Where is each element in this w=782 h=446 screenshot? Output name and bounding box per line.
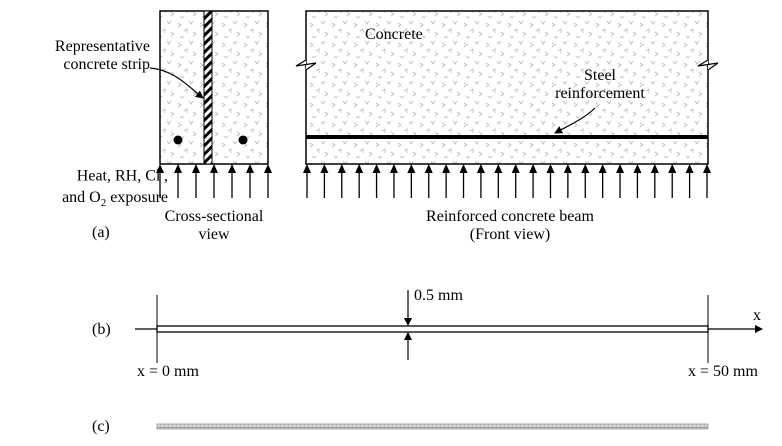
exposure-label: Heat, RH, Cl-, and O2 exposure	[0, 162, 168, 213]
exposure-arrow-beam-head	[407, 164, 416, 173]
exposure-arrow-beam-head	[476, 164, 485, 173]
exposure-arrow-beam-head	[650, 164, 659, 173]
exposure-arrow-beam-head	[529, 164, 538, 173]
exposure-arrow-beam-head	[424, 164, 433, 173]
exposure-arrow-beam-head	[511, 164, 520, 173]
exposure-arrow-beam-head	[598, 164, 607, 173]
break-symbol-right	[697, 59, 719, 71]
exposure-arrow-beam-head	[372, 164, 381, 173]
x-end-label: x = 50 mm	[688, 363, 758, 380]
thickness-label: 0.5 mm	[414, 287, 463, 304]
exposure-arrow-beam-head	[320, 164, 329, 173]
strip-label-line-2: concrete strip	[63, 56, 150, 73]
exposure-arrow-cs-head	[192, 164, 200, 173]
rebar-dot-right	[238, 135, 248, 145]
exposure-arrow-beam-head	[703, 164, 711, 173]
cross-section-caption-line-1: Cross-sectional	[164, 208, 264, 225]
x-start-label: x = 0 mm	[137, 363, 199, 380]
exposure-arrow-beam-head	[494, 164, 503, 173]
exposure-arrow-beam-head	[546, 164, 555, 173]
exposure-arrow-beam-head	[459, 164, 468, 173]
exposure-arrow-cs-head	[156, 164, 164, 173]
exposure-arrow-cs-head	[210, 164, 218, 173]
cross-section-caption-line-2: view	[198, 226, 230, 243]
exposure-arrow-beam-head	[355, 164, 364, 173]
strip-leader-line	[149, 67, 204, 99]
exposure-arrow-beam-head	[633, 164, 642, 173]
steel-leader-line	[554, 107, 596, 134]
steel-label-line-2: reinforcement	[555, 85, 645, 102]
exposure-arrow-beam-head	[685, 164, 694, 173]
x-axis-label: x	[753, 307, 761, 324]
exposure-arrow-cs-head	[246, 164, 254, 173]
panel-tag-a: (a)	[92, 224, 110, 241]
strip-label: Representative concrete strip	[0, 38, 150, 74]
exposure-arrow-beam-head	[442, 164, 451, 173]
beam-caption-line-2: (Front view)	[469, 226, 551, 243]
strip-domain	[156, 325, 709, 333]
break-symbol-left	[295, 59, 317, 71]
exposure-arrow-cs-head	[174, 164, 182, 173]
exposure-arrow-beam-head	[616, 164, 625, 173]
exposure-line-2: and O2 exposure	[62, 189, 168, 210]
panel-tag-b: (b)	[92, 321, 111, 338]
exposure-line-1: Heat, RH, Cl-,	[76, 165, 168, 185]
exposure-arrow-beam-head	[389, 164, 398, 173]
exposure-arrow-beam-head	[303, 164, 311, 173]
cross-section-caption: Cross-sectional view	[140, 208, 288, 244]
beam-caption: Reinforced concrete beam (Front view)	[390, 208, 630, 244]
exposure-arrow-cs-head	[264, 164, 272, 173]
strip-label-line-1: Representative	[54, 38, 150, 55]
exposure-arrow-beam-head	[668, 164, 677, 173]
steel-label: Steel reinforcement	[540, 67, 660, 103]
panel-tag-c: (c)	[92, 418, 110, 435]
mesh-strip	[156, 423, 709, 430]
exposure-arrows-cross-section	[156, 164, 272, 198]
concrete-label: Concrete	[365, 26, 423, 43]
exposure-arrow-cs-head	[228, 164, 236, 173]
exposure-arrow-beam-head	[337, 164, 346, 173]
exposure-arrow-beam-head	[581, 164, 590, 173]
rebar-dot-left	[173, 135, 183, 145]
steel-label-line-1: Steel	[584, 67, 616, 84]
concrete-strip	[203, 10, 213, 165]
exposure-arrows-beam	[303, 164, 711, 198]
beam-caption-line-1: Reinforced concrete beam	[426, 208, 594, 225]
exposure-arrow-beam-head	[563, 164, 572, 173]
